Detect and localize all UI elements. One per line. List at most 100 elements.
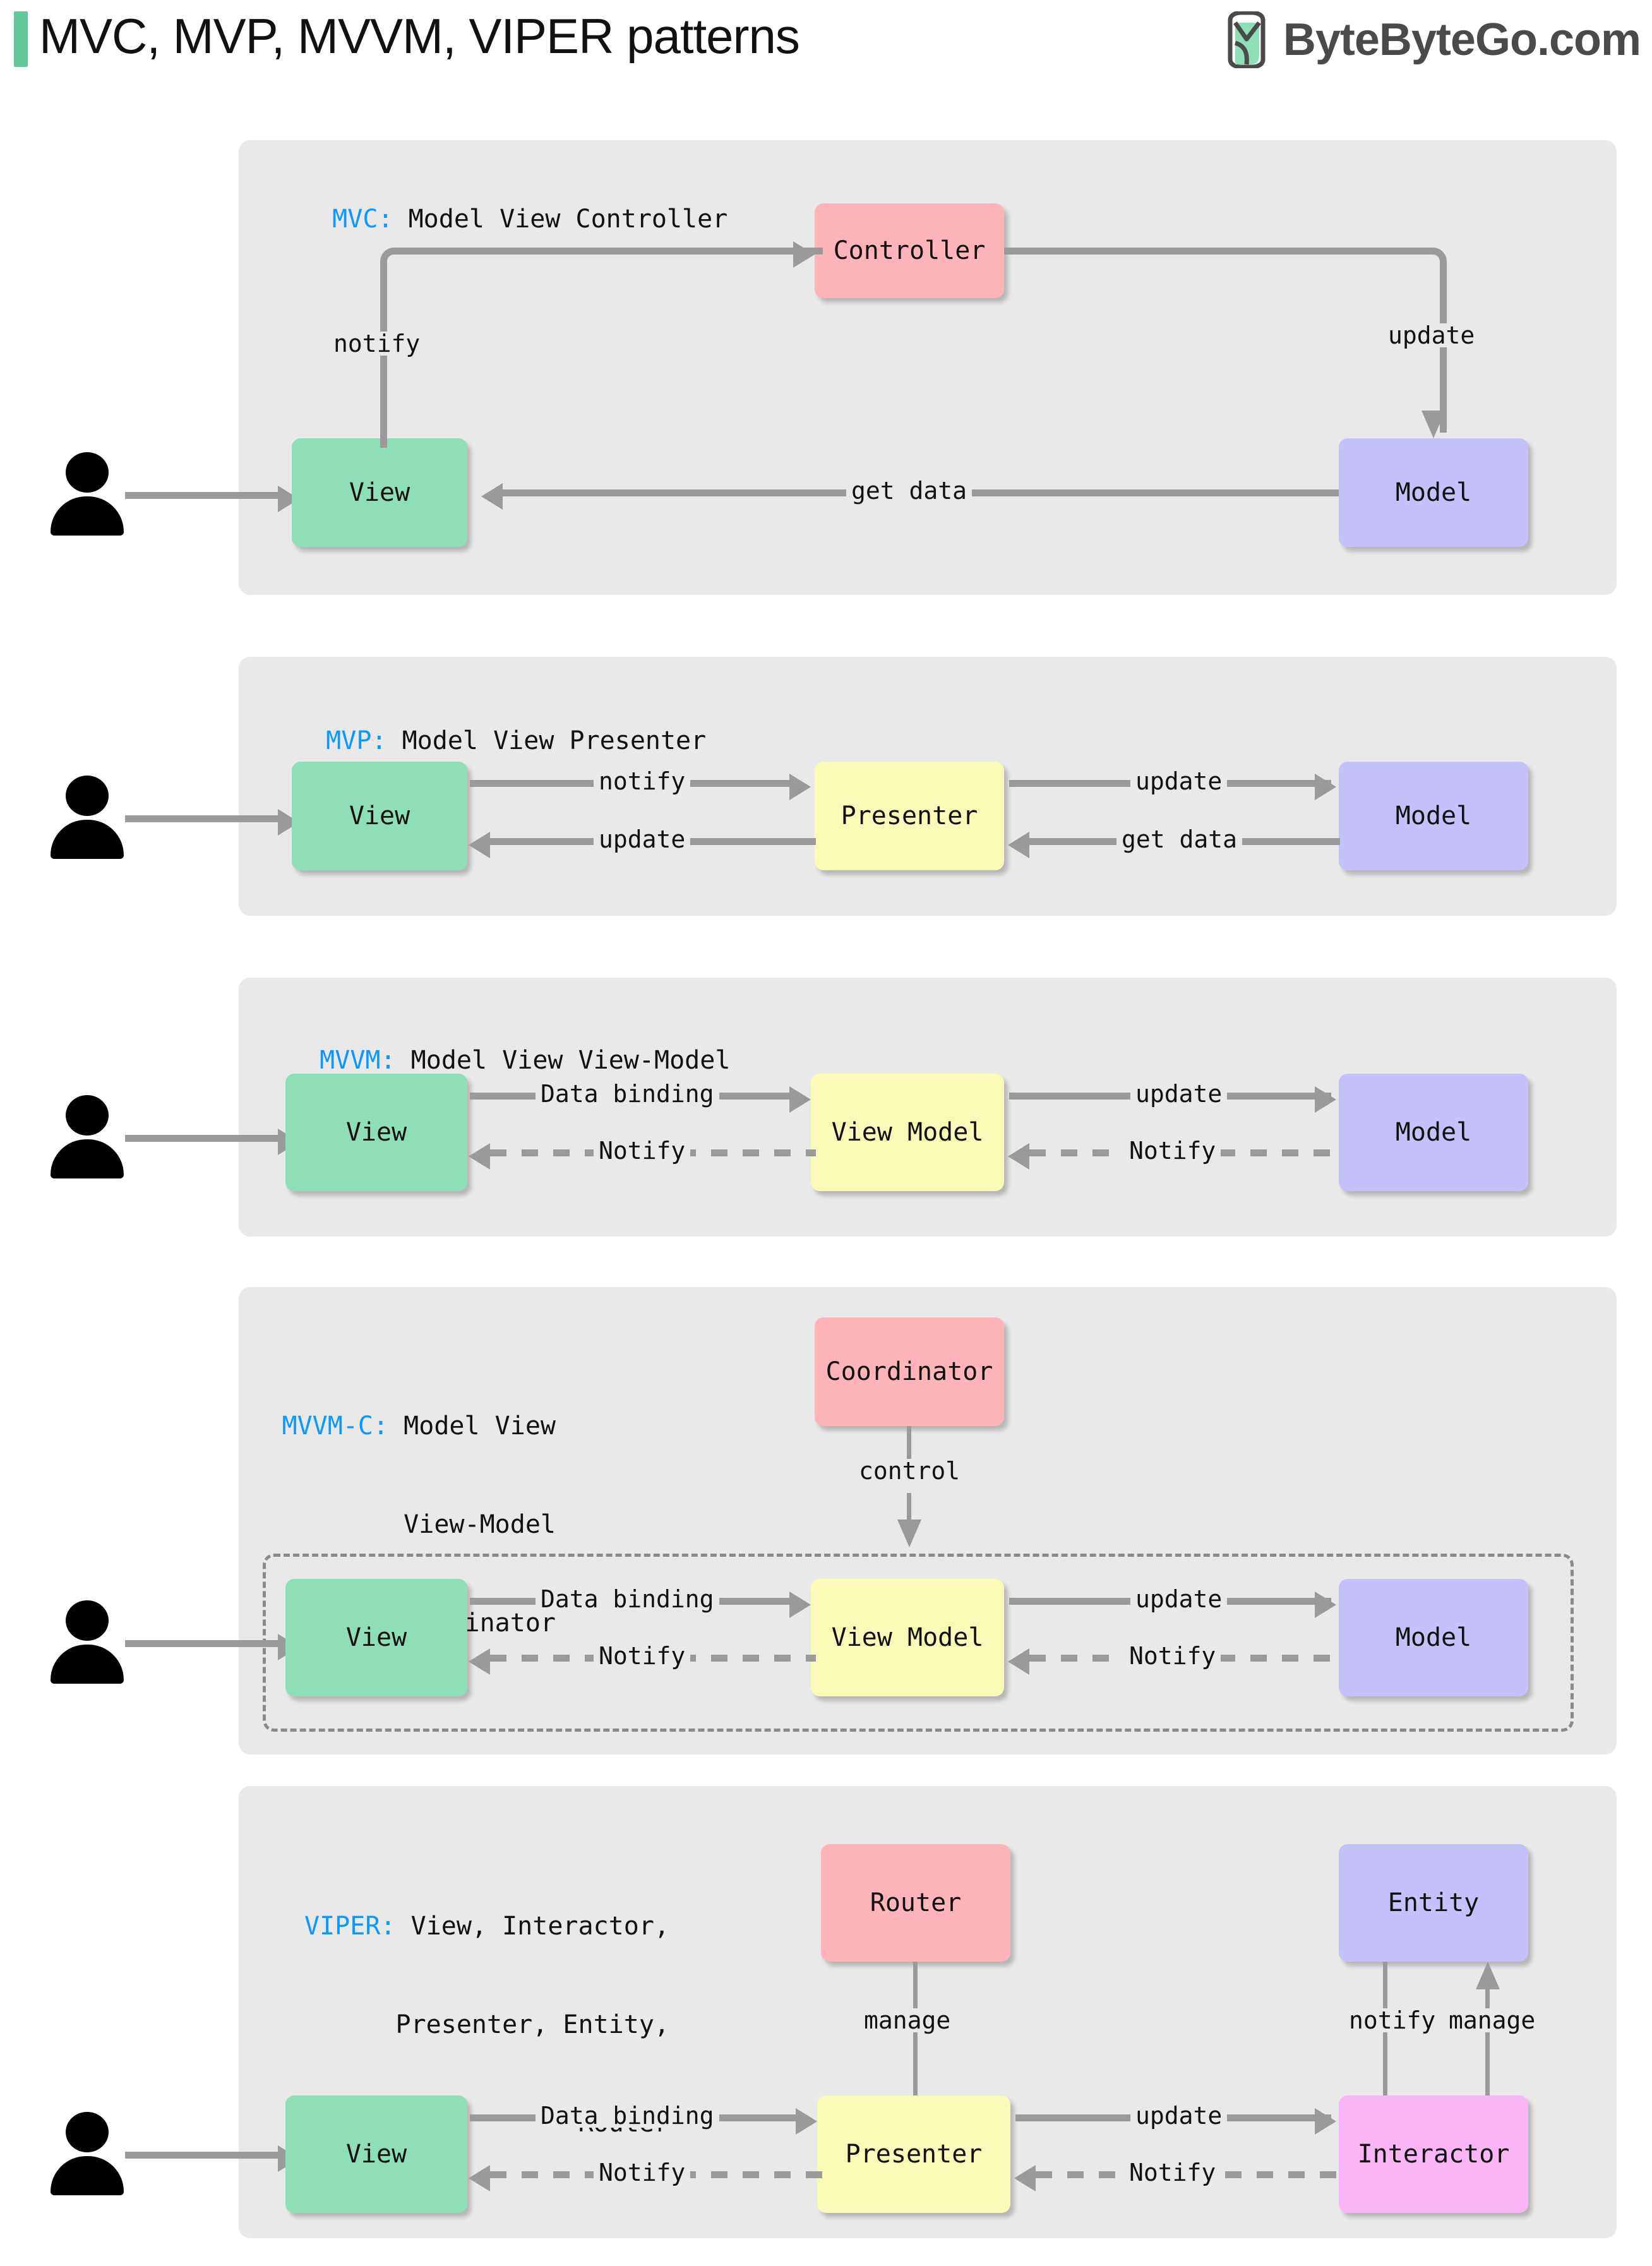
edge-user-to-view-mvvm	[125, 1135, 283, 1142]
edge-label-manage-router-viper: manage	[859, 2008, 956, 2032]
edge-controller-to-model-mvc	[1004, 248, 1447, 433]
section-key-mvc: MVC:	[332, 205, 393, 234]
arrowhead-interactor-to-entity-viper	[1476, 1962, 1500, 1989]
edge-label-getdata-mvp: get data	[1116, 827, 1243, 851]
node-viewmodel-label: View Model	[831, 1623, 984, 1652]
section-label-mvc: MVC: Model View Controller	[302, 172, 727, 236]
section-title-mvc: Model View Controller	[393, 205, 728, 234]
node-model-mvp[interactable]: Model	[1339, 762, 1528, 870]
section-title-mvvmc-l1: Model View	[388, 1412, 556, 1441]
arrowhead-presenter-to-view-mvp	[469, 832, 490, 858]
edge-label-databinding-viper: Data binding	[536, 2104, 719, 2128]
node-interactor-viper[interactable]: Interactor	[1339, 2095, 1528, 2213]
user-body-icon	[51, 496, 124, 536]
user-actor-mvp	[49, 772, 125, 866]
section-label-mvvm: MVVM: Model View View-Model	[289, 1013, 730, 1077]
arrowhead-presenter-to-interactor-viper	[1315, 2108, 1336, 2135]
arrowhead-model-to-presenter-mvp	[1008, 832, 1029, 858]
arrowhead-view-to-presenter-mvp	[789, 774, 811, 800]
node-viewmodel-mvvmc[interactable]: View Model	[811, 1579, 1004, 1696]
arrowhead-model-to-viewmodel-mvvmc	[1008, 1648, 1029, 1675]
section-key-mvp: MVP:	[326, 726, 387, 756]
node-entity-label: Entity	[1387, 1888, 1480, 1917]
arrowhead-view-to-controller-mvc	[793, 241, 815, 268]
node-presenter-viper[interactable]: Presenter	[817, 2095, 1010, 2213]
user-actor-mvvmc	[49, 1597, 125, 1691]
brand-name: ByteByteGo.com	[1283, 15, 1641, 65]
user-head-icon	[66, 452, 109, 493]
edge-interactor-manage-lower	[1485, 2040, 1490, 2141]
edge-router-manage-upper	[913, 1962, 918, 2044]
node-router-viper[interactable]: Router	[821, 1844, 1010, 1962]
arrowhead-controller-to-model-mvc	[1422, 411, 1446, 438]
node-router-label: Router	[870, 1888, 962, 1917]
node-view-mvp[interactable]: View	[292, 762, 467, 870]
edge-label-notify-mvp: notify	[594, 769, 691, 793]
node-view-label: View	[349, 801, 410, 830]
arrowhead-coordinator-to-viewmodel-mvvmc	[897, 1520, 921, 1547]
node-controller-label: Controller	[833, 236, 986, 265]
edge-label-notify-right-mvvm: Notify	[1124, 1139, 1221, 1163]
node-model-label: Model	[1395, 1623, 1472, 1652]
edge-user-to-view-mvc	[125, 492, 283, 499]
page-title: MVC, MVP, MVVM, VIPER patterns	[39, 8, 800, 64]
arrowhead-model-to-view-mvc	[481, 483, 503, 510]
edge-entity-notify-upper	[1383, 1962, 1387, 2044]
section-label-mvp: MVP: Model View Presenter	[296, 693, 706, 757]
user-body-icon	[51, 1139, 124, 1178]
node-model-mvvm[interactable]: Model	[1339, 1074, 1528, 1191]
user-head-icon	[66, 1095, 109, 1136]
edge-label-update-mvvmc: update	[1130, 1587, 1228, 1611]
node-model-mvc[interactable]: Model	[1339, 438, 1528, 547]
node-presenter-label: Presenter	[841, 801, 978, 830]
node-view-viper[interactable]: View	[285, 2095, 467, 2213]
section-title-mvvm: Model View View-Model	[395, 1046, 731, 1076]
section-key-mvvmc: MVVM-C:	[282, 1412, 389, 1441]
edge-label-databinding-mvvm: Data binding	[536, 1082, 719, 1106]
edge-label-update-mvvm: update	[1130, 1082, 1228, 1106]
user-head-icon	[66, 776, 109, 816]
node-viewmodel-mvvm[interactable]: View Model	[811, 1074, 1004, 1191]
node-presenter-label: Presenter	[845, 2140, 983, 2169]
edge-label-notify-left-mvvm: Notify	[594, 1139, 691, 1163]
edge-label-getdata-mvc: get data	[846, 479, 973, 503]
user-actor-viper	[49, 2108, 125, 2203]
node-model-mvvmc[interactable]: Model	[1339, 1579, 1528, 1696]
section-title-viper-l1: View, Interactor,	[395, 1912, 669, 1941]
node-model-label: Model	[1395, 1118, 1472, 1147]
edge-label-control-mvvmc: control	[854, 1459, 966, 1483]
node-entity-viper[interactable]: Entity	[1339, 1844, 1528, 1962]
brand-logo: ByteByteGo.com	[1223, 11, 1641, 68]
node-view-label: View	[345, 2140, 407, 2169]
arrowhead-model-to-viewmodel-mvvm	[1008, 1143, 1029, 1170]
node-presenter-mvp[interactable]: Presenter	[815, 762, 1004, 870]
edge-view-to-controller-mvc	[380, 248, 823, 448]
bytebytego-mark-icon	[1228, 11, 1266, 68]
node-view-label: View	[349, 478, 410, 507]
node-view-mvc[interactable]: View	[292, 438, 467, 547]
user-head-icon	[66, 2112, 109, 2152]
section-key-viper: VIPER:	[304, 1912, 396, 1941]
arrowhead-viewmodel-to-view-mvvmc	[469, 1648, 490, 1675]
section-title-mvp: Model View Presenter	[386, 726, 707, 756]
arrowhead-view-to-presenter-viper	[796, 2108, 817, 2135]
node-view-mvvm[interactable]: View	[285, 1074, 467, 1191]
edge-user-to-view-viper	[125, 2152, 283, 2159]
arrowhead-view-to-viewmodel-mvvmc	[789, 1592, 811, 1618]
edge-label-notify-mvc: notify	[328, 332, 426, 356]
arrowhead-presenter-to-model-mvp	[1315, 774, 1336, 800]
user-head-icon	[66, 1600, 109, 1641]
edge-label-manage-entity-viper: manage	[1444, 2008, 1541, 2032]
node-view-mvvmc[interactable]: View	[285, 1579, 467, 1696]
arrowhead-interactor-to-presenter-viper	[1014, 2165, 1036, 2191]
section-title-viper-l2: Presenter, Entity,	[395, 2010, 669, 2039]
page-header: MVC, MVP, MVVM, VIPER patterns ByteByteG…	[0, 0, 1652, 88]
node-coordinator-mvvmc[interactable]: Coordinator	[815, 1317, 1004, 1426]
edge-router-manage-lower	[913, 2040, 918, 2109]
user-body-icon	[51, 1645, 124, 1684]
section-title-mvvmc-l2: View-Model	[404, 1510, 556, 1539]
node-model-label: Model	[1395, 478, 1472, 507]
arrowhead-view-to-viewmodel-mvvm	[789, 1086, 811, 1113]
node-controller-mvc[interactable]: Controller	[815, 203, 1004, 298]
user-body-icon	[51, 2156, 124, 2195]
